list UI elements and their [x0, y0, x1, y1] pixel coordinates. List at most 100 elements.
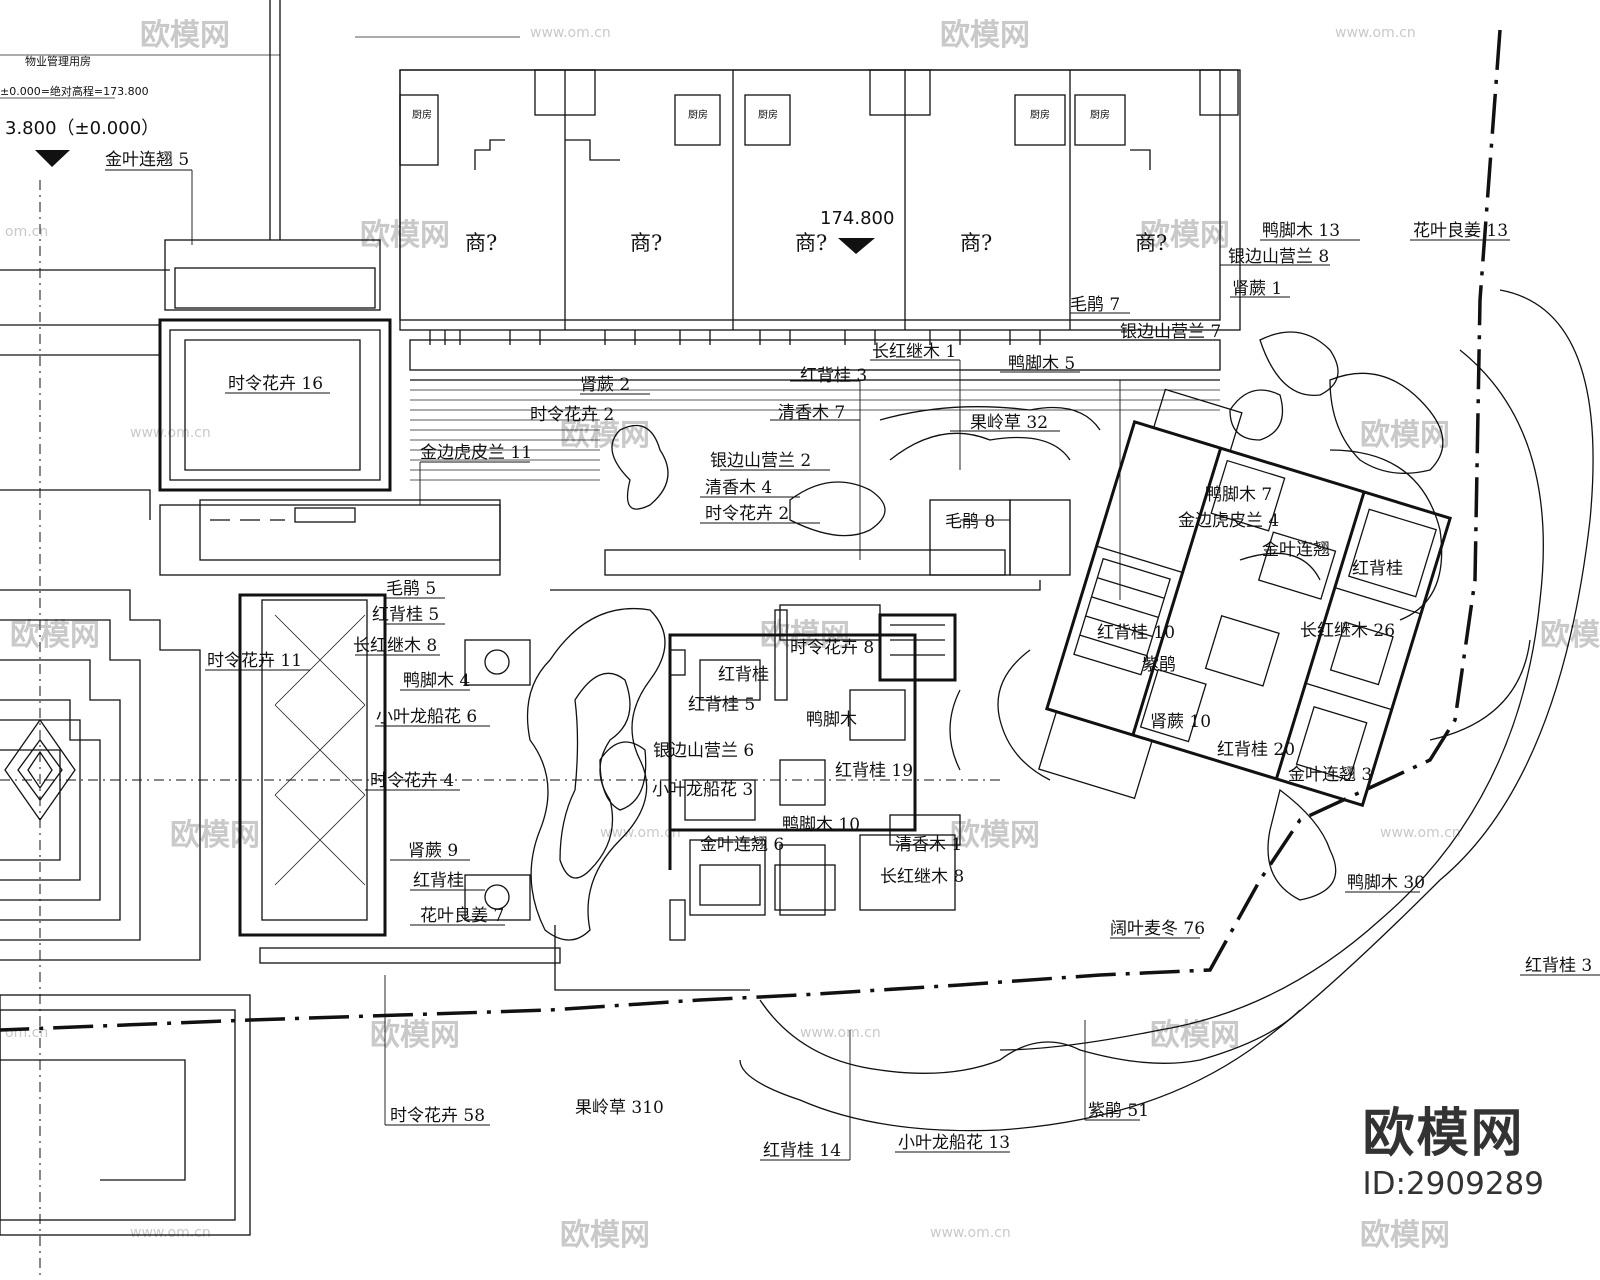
watermark-text: 欧模网 [560, 1218, 650, 1253]
plant-label: 长红继木 1 [872, 342, 956, 362]
plant-label: 小叶龙船花 6 [376, 707, 477, 727]
plant-label: 时令花卉 11 [207, 651, 302, 671]
plant-label: 金边虎皮兰 4 [1178, 511, 1279, 531]
plant-label: 肾蕨 2 [580, 375, 630, 395]
plant-label: 毛鹃 5 [386, 579, 436, 599]
plant-label: 时令花卉 2 [530, 405, 614, 425]
plant-label: 小叶龙船花 13 [898, 1133, 1010, 1153]
plant-label: 红背桂 [1352, 559, 1403, 579]
plant-label: 鸭脚木 30 [1347, 873, 1425, 893]
watermark-logo: 欧模网 ID:2909289 [1362, 1091, 1544, 1202]
plant-label: 金叶连翘 3 [1288, 765, 1372, 785]
elevation-marker-icon [838, 238, 875, 254]
watermark-text: 欧模网 [140, 18, 230, 53]
watermark-url: www.om.cn [130, 1225, 211, 1241]
elevation-marker-icon [35, 150, 70, 167]
plant-label: 银边山营兰 2 [710, 451, 811, 471]
plant-label: 肾蕨 9 [408, 841, 458, 861]
axis-lines [0, 36, 1000, 1280]
terrace-steps [409, 339, 1221, 591]
watermark-text: 欧模网 [1360, 418, 1450, 453]
watermark-text: 欧模网 [940, 18, 1030, 53]
watermark-url: om.cn [5, 224, 48, 240]
plant-label: 时令花卉 8 [790, 638, 874, 658]
plant-label: 紫鹃 51 [1088, 1101, 1149, 1121]
plant-label: 金叶连翘 [1262, 540, 1330, 560]
shop-label: 商? [465, 231, 497, 255]
shop-label: 商? [630, 231, 662, 255]
plant-label: 毛鹃 8 [945, 512, 995, 532]
plant-label: 红背桂 20 [1217, 740, 1295, 760]
plant-label: 肾蕨 1 [1232, 279, 1282, 299]
top-left-notes: 物业管理用房 ±0.000=绝对高程=173.800 3.800（±0.000） [0, 0, 281, 240]
plant-label: 鸭脚木 [806, 710, 857, 730]
plant-label: 肾蕨 10 [1150, 712, 1211, 732]
plant-label: 清香木 1 [895, 835, 962, 855]
plant-label: 毛鹃 7 [1070, 295, 1120, 315]
watermark-text: 欧模网 [1150, 1018, 1240, 1053]
plant-label: 长红继木 26 [1300, 621, 1395, 641]
kitchen-label: 厨房 [758, 108, 778, 121]
plant-label: 花叶良姜 13 [1413, 221, 1508, 241]
shop-label: 商? [795, 231, 827, 255]
plant-label: 红背桂 5 [372, 605, 439, 625]
shop-block: 商? 商? 商? 商? 商? 厨房 厨房 厨房 厨房 厨房 174.800 [399, 69, 1241, 345]
plant-label: 鸭脚木 7 [1205, 485, 1272, 505]
plant-label: 花叶良姜 7 [420, 906, 504, 926]
watermark-url: www.om.cn [1380, 825, 1461, 841]
plant-label: 鸭脚木 10 [782, 815, 860, 835]
watermark-pattern: 欧模网 www.om.cn 欧模网 www.om.cn om.cn 欧模网 欧模… [5, 18, 1600, 1253]
watermark-text: 欧模网 [170, 818, 260, 853]
watermark-url: www.om.cn [1335, 25, 1416, 41]
planting-beds [526, 289, 1594, 1132]
plant-label: 银边山营兰 7 [1120, 322, 1221, 342]
plant-label: 小叶龙船花 3 [652, 780, 753, 800]
plant-label: 阔叶麦冬 76 [1110, 919, 1205, 939]
plant-labels: 金叶连翘 5 时令花卉 16 金边虎皮兰 11 时令花卉 11 毛鹃 5 红背桂… [105, 150, 1592, 1161]
plant-label: 长红继木 8 [353, 636, 437, 656]
kitchen-label: 厨房 [688, 108, 708, 121]
property-boundary [0, 29, 1502, 1032]
shop-label: 商? [1135, 231, 1167, 255]
center-house [668, 604, 961, 941]
kitchen-label: 厨房 [412, 108, 432, 121]
watermark-url: www.om.cn [930, 1225, 1011, 1241]
watermark-brand: 欧模网 [1362, 1104, 1525, 1164]
plant-label: 银边山营兰 6 [653, 741, 754, 761]
plant-label: 紫鹃 [1142, 655, 1176, 675]
elevation-note: ±0.000=绝对高程=173.800 [0, 84, 149, 98]
right-villa [1038, 388, 1453, 808]
plant-label: 时令花卉 16 [228, 374, 323, 394]
watermark-url: www.om.cn [530, 25, 611, 41]
plant-label: 时令花卉 2 [705, 504, 789, 524]
watermark-id: ID:2909289 [1362, 1166, 1544, 1202]
plant-label: 红背桂 10 [1097, 623, 1175, 643]
plant-label: 清香木 4 [705, 478, 772, 498]
plant-label: 银边山营兰 8 [1228, 247, 1329, 267]
watermark-text: 欧模网 [1140, 218, 1230, 253]
kitchen-label: 厨房 [1030, 108, 1050, 121]
watermark-text: 欧模网 [950, 818, 1040, 853]
plant-label: 红背桂 3 [800, 366, 867, 386]
plant-label: 红背桂 19 [835, 761, 913, 781]
plant-label: 红背桂 5 [688, 695, 755, 715]
plant-label: 果岭草 32 [970, 413, 1048, 433]
plant-label: 红背桂 [718, 665, 769, 685]
plant-label: 鸭脚木 5 [1008, 354, 1075, 374]
plant-label: 红背桂 14 [763, 1141, 841, 1161]
building-note: 物业管理用房 [25, 54, 91, 68]
plant-label: 清香木 7 [778, 403, 845, 423]
plant-label: 果岭草 310 [575, 1098, 664, 1118]
shop-elevation: 174.800 [820, 208, 894, 229]
leader-lines [105, 169, 1600, 1161]
plant-label: 金叶连翘 5 [105, 150, 189, 170]
watermark-text: 欧模网 [370, 1018, 460, 1053]
shop-label: 商? [960, 231, 992, 255]
watermark-text: 欧模网 [360, 218, 450, 253]
elevation-main: 3.800（±0.000） [5, 118, 159, 139]
watermark-url: www.om.cn [600, 825, 681, 841]
watermark-url: www.om.cn [800, 1025, 881, 1041]
plant-label: 红背桂 3 [1525, 956, 1592, 976]
plant-label: 红背桂 [413, 871, 464, 891]
